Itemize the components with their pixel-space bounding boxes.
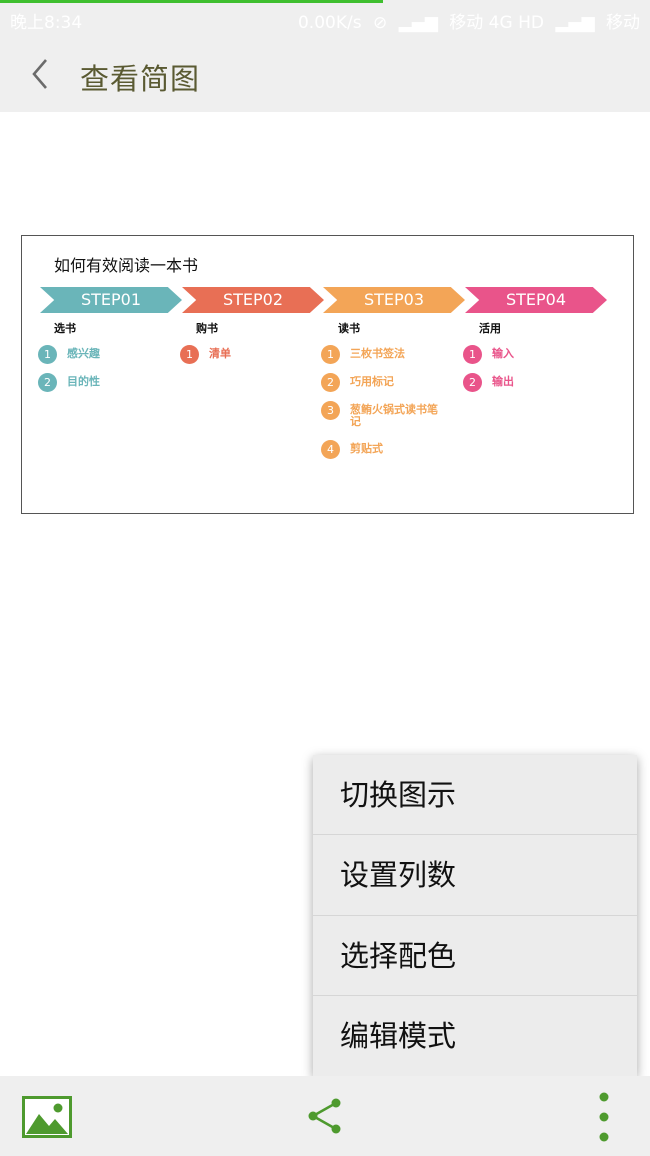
list-item: 1 感兴趣 xyxy=(38,345,163,364)
list-item: 2 输出 xyxy=(463,373,588,392)
item-text: 感兴趣 xyxy=(67,347,100,360)
network-speed: 0.00K/s xyxy=(297,13,362,33)
step-category-3: 读书 xyxy=(338,322,360,335)
diagram-title: 如何有效阅读一本书 xyxy=(54,256,199,275)
carrier-1: 移动 4G HD xyxy=(449,13,544,33)
item-number: 1 xyxy=(463,345,482,364)
item-number: 3 xyxy=(321,401,340,420)
mindmap-diagram[interactable]: 如何有效阅读一本书 STEP01 选书 1 感兴趣 2 目的性 STEP02 购… xyxy=(21,235,634,514)
menu-item-set-columns[interactable]: 设置列数 xyxy=(313,835,637,916)
item-text: 输出 xyxy=(492,375,514,388)
item-text: 清单 xyxy=(209,347,231,360)
item-text: 葱鲔火锅式读书笔记 xyxy=(350,403,438,428)
step-arrow-3: STEP03 xyxy=(323,287,465,313)
step-arrow-2: STEP02 xyxy=(182,287,324,313)
step-category-4: 活用 xyxy=(479,322,501,335)
alarm-off-icon: ⊘ xyxy=(372,13,388,33)
item-number: 1 xyxy=(38,345,57,364)
back-button[interactable] xyxy=(24,54,60,94)
list-item: 1 清单 xyxy=(180,345,305,364)
app-header: 查看简图 xyxy=(0,36,650,112)
item-number: 1 xyxy=(180,345,199,364)
status-time: 晚上8:34 xyxy=(10,13,83,33)
step-arrow-1: STEP01 xyxy=(40,287,182,313)
more-button[interactable] xyxy=(593,1092,615,1142)
image-icon xyxy=(22,1096,72,1138)
item-text: 目的性 xyxy=(67,375,100,388)
page-load-progress xyxy=(0,0,383,3)
item-text: 剪贴式 xyxy=(350,442,383,455)
list-item: 2 巧用标记 xyxy=(321,373,446,392)
status-right: 0.00K/s ⊘ ▂▄▆ 移动 4G HD ▂▄▆ 移动 xyxy=(292,8,640,33)
image-button[interactable] xyxy=(22,1096,72,1138)
list-item: 2 目的性 xyxy=(38,373,163,392)
list-item: 1 输入 xyxy=(463,345,588,364)
step-arrow-4: STEP04 xyxy=(465,287,607,313)
bottom-toolbar xyxy=(0,1076,650,1156)
share-icon xyxy=(308,1098,341,1134)
status-bar: 晚上8:34 0.00K/s ⊘ ▂▄▆ 移动 4G HD ▂▄▆ 移动 xyxy=(0,0,650,36)
signal-icon: ▂▄▆ xyxy=(555,13,595,33)
step-category-1: 选书 xyxy=(54,322,76,335)
item-number: 2 xyxy=(38,373,57,392)
step-category-2: 购书 xyxy=(196,322,218,335)
list-item: 1 三枚书签法 xyxy=(321,345,446,364)
list-item: 4 剪贴式 xyxy=(321,440,446,459)
page-title: 查看简图 xyxy=(80,62,201,96)
menu-item-choose-colors[interactable]: 选择配色 xyxy=(313,916,637,996)
item-number: 2 xyxy=(463,373,482,392)
signal-icon: ▂▄▆ xyxy=(398,13,438,33)
list-item: 3 葱鲔火锅式读书笔记 xyxy=(321,401,446,428)
more-vertical-icon xyxy=(599,1092,609,1142)
item-number: 1 xyxy=(321,345,340,364)
menu-item-edit-mode[interactable]: 编辑模式 xyxy=(340,1018,457,1053)
item-number: 4 xyxy=(321,440,340,459)
item-text: 输入 xyxy=(492,347,514,360)
carrier-2: 移动 xyxy=(606,13,640,33)
item-number: 2 xyxy=(321,373,340,392)
share-button[interactable] xyxy=(305,1096,343,1136)
item-text: 巧用标记 xyxy=(350,375,394,388)
item-text: 三枚书签法 xyxy=(350,347,405,360)
overflow-menu: 切换图示 设置列数 选择配色 编辑模式 xyxy=(313,755,637,1076)
menu-item-switch-diagram[interactable]: 切换图示 xyxy=(313,755,637,836)
chevron-left-icon xyxy=(32,59,47,89)
